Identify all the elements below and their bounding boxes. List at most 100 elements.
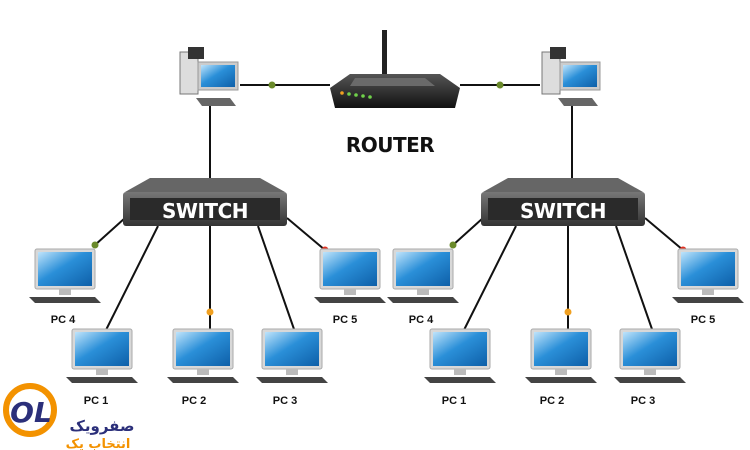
pc: PC 3	[614, 328, 686, 407]
link-status-dot	[449, 241, 457, 249]
switch-top	[483, 178, 643, 192]
link-cable	[615, 225, 654, 333]
switch: SWITCH	[481, 178, 645, 226]
pc-label: PC 1	[442, 395, 466, 407]
pc-monitor-icon	[314, 248, 386, 303]
keyboard	[387, 297, 459, 303]
switch-label: SWITCH	[162, 199, 248, 223]
pc: PC 2	[167, 328, 239, 407]
router-led	[361, 94, 365, 98]
pc-monitor-icon	[387, 248, 459, 303]
link-status-dot	[91, 241, 99, 249]
monitor-stand	[555, 369, 567, 375]
router-led	[340, 91, 344, 95]
monitor-stand	[644, 369, 656, 375]
pc-label: PC 1	[84, 395, 108, 407]
keyboard	[29, 297, 101, 303]
link-cable	[257, 225, 296, 333]
switch-panel	[488, 198, 638, 220]
link-status-dot	[206, 308, 214, 316]
pc: PC 4	[387, 248, 459, 326]
monitor-screen	[396, 252, 450, 286]
link-cable	[452, 217, 484, 246]
keyboard	[66, 377, 138, 383]
server-desktop-icon	[179, 47, 239, 106]
pc: PC 2	[525, 328, 597, 407]
keyboard	[424, 377, 496, 383]
monitor-stand	[286, 369, 298, 375]
pc-label: PC 5	[691, 314, 715, 326]
router-label: ROUTER	[346, 133, 434, 157]
monitor-screen	[75, 332, 129, 366]
router-top-panel	[350, 78, 435, 86]
pc-label: PC 2	[182, 395, 206, 407]
logo-mark: OL	[10, 396, 52, 429]
monitor-screen	[623, 332, 677, 366]
pc-label: PC 3	[273, 395, 297, 407]
monitor-stand	[344, 289, 356, 295]
server-desktop-icon	[541, 47, 601, 106]
pc: PC 1	[66, 328, 138, 407]
link-status-dot	[564, 308, 572, 316]
monitor-stand	[59, 289, 71, 295]
monitor-screen	[433, 332, 487, 366]
router-led	[354, 93, 358, 97]
switch-top	[125, 178, 285, 192]
monitor-stand	[702, 289, 714, 295]
tower-top	[550, 47, 566, 59]
switch-label: SWITCH	[520, 199, 606, 223]
monitor-screen	[38, 252, 92, 286]
pc-label: PC 2	[540, 395, 564, 407]
link-cable	[104, 225, 159, 333]
devices: PC 4 PC 1 PC 2 PC 3 PC 5 SWITCH PC 4 PC 1 PC 2 PC…	[29, 47, 744, 407]
monitor-screen	[323, 252, 377, 286]
monitor-screen	[176, 332, 230, 366]
monitor-stand	[197, 369, 209, 375]
pc-monitor-icon	[525, 328, 597, 383]
pc: PC 3	[256, 328, 328, 407]
pc-label: PC 4	[409, 314, 434, 326]
pc: PC 1	[424, 328, 496, 407]
link-cable	[286, 217, 326, 251]
monitor-screen	[534, 332, 588, 366]
keyboard	[167, 377, 239, 383]
pc-monitor-icon	[29, 248, 101, 303]
pc-monitor-icon	[424, 328, 496, 383]
monitor-screen	[563, 65, 597, 87]
keyboard	[558, 98, 598, 106]
monitor-stand	[96, 369, 108, 375]
link-status-dot	[268, 81, 276, 89]
switch: SWITCH	[123, 178, 287, 226]
link-cable	[644, 217, 684, 251]
pc-monitor-icon	[672, 248, 744, 303]
link-cable	[94, 217, 126, 246]
pc-label: PC 4	[51, 314, 76, 326]
router-led	[368, 95, 372, 99]
pc: PC 4	[29, 248, 101, 326]
logo-ring	[3, 383, 57, 437]
monitor-stand	[417, 289, 429, 295]
router-led	[347, 92, 351, 96]
monitor-screen	[681, 252, 735, 286]
pc-monitor-icon	[167, 328, 239, 383]
monitor-screen	[201, 65, 235, 87]
keyboard	[196, 98, 236, 106]
logo: OL صفرویک انتخاب یک	[3, 383, 134, 450]
pc-label: PC 3	[631, 395, 655, 407]
keyboard	[614, 377, 686, 383]
link-cable	[462, 225, 517, 333]
keyboard	[672, 297, 744, 303]
logo-line2: انتخاب یک	[66, 437, 131, 450]
pc: PC 5	[672, 248, 744, 326]
links	[91, 81, 687, 333]
link-status-dot	[496, 81, 504, 89]
keyboard	[314, 297, 386, 303]
switch-panel	[130, 198, 280, 220]
pc-monitor-icon	[66, 328, 138, 383]
keyboard	[525, 377, 597, 383]
router-antenna	[382, 30, 387, 85]
monitor-stand	[454, 369, 466, 375]
pc-label: PC 5	[333, 314, 357, 326]
